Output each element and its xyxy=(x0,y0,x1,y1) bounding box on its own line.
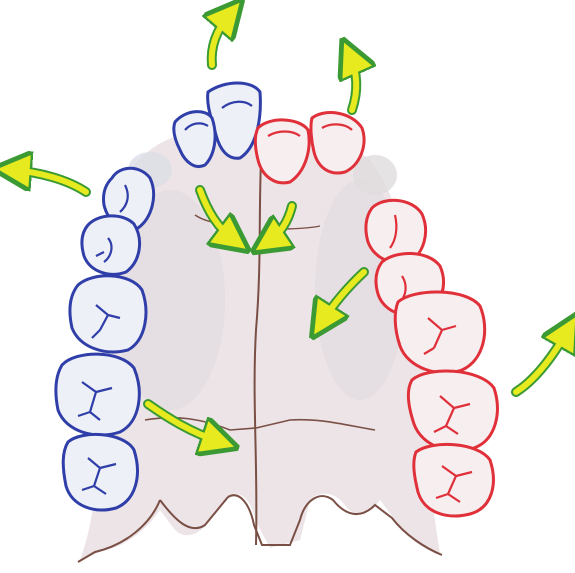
left-first-molar xyxy=(56,354,139,435)
left-second-molar xyxy=(63,434,137,510)
canine-shadow-right xyxy=(353,155,397,195)
right-lateral-incisor xyxy=(311,113,364,173)
